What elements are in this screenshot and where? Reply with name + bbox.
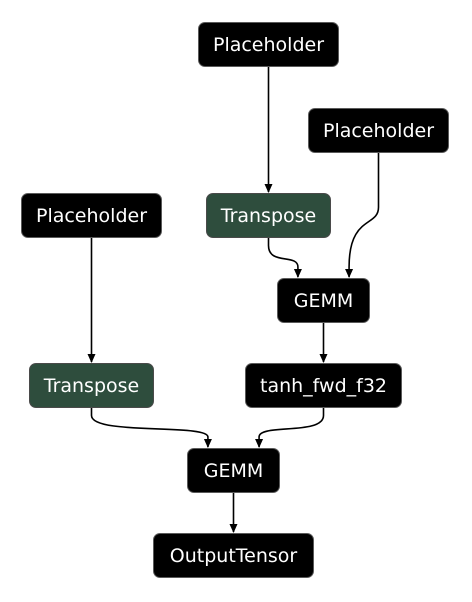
node-gemm-1[interactable]: GEMM bbox=[277, 278, 370, 323]
node-gemm-2[interactable]: GEMM bbox=[187, 448, 280, 493]
edge-placeholder_right-to-gemm_1 bbox=[345, 153, 380, 278]
node-output-tensor[interactable]: OutputTensor bbox=[153, 533, 314, 578]
edge-transpose_a-to-gemm_1 bbox=[267, 238, 302, 278]
node-tanh-fwd-f32[interactable]: tanh_fwd_f32 bbox=[245, 363, 402, 408]
node-transpose-a[interactable]: Transpose bbox=[206, 193, 331, 238]
edge-tanh-to-gemm_2 bbox=[255, 408, 325, 448]
node-placeholder-top[interactable]: Placeholder bbox=[198, 22, 339, 67]
node-placeholder-right[interactable]: Placeholder bbox=[308, 108, 449, 153]
node-placeholder-left[interactable]: Placeholder bbox=[21, 193, 162, 238]
node-transpose-b[interactable]: Transpose bbox=[29, 363, 154, 408]
edge-transpose_b-to-gemm_2 bbox=[90, 408, 212, 448]
